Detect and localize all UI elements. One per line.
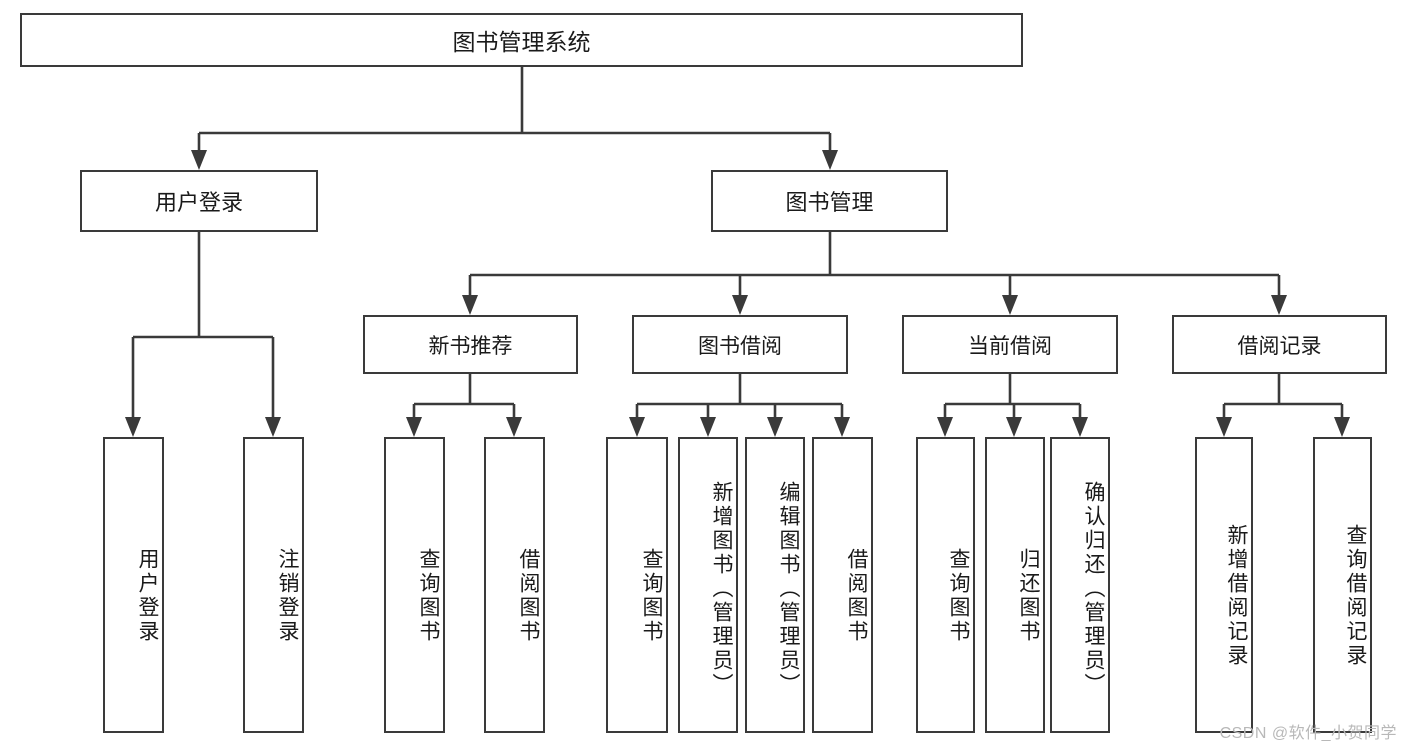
leaf-add-book-admin[interactable]: 新增图书（管理员） [678,437,738,733]
leaf-query-books-current[interactable]: 查询图书 [916,437,975,733]
leaf-query-books-borrow[interactable]: 查询图书 [606,437,668,733]
node-root-system[interactable]: 图书管理系统 [20,13,1023,67]
node-book-borrow[interactable]: 图书借阅 [632,315,848,374]
node-current-borrow[interactable]: 当前借阅 [902,315,1118,374]
leaf-add-borrow-record[interactable]: 新增借阅记录 [1195,437,1253,733]
leaf-return-books[interactable]: 归还图书 [985,437,1045,733]
leaf-edit-book-admin[interactable]: 编辑图书（管理员） [745,437,805,733]
leaf-confirm-return-admin[interactable]: 确认归还（管理员） [1050,437,1110,733]
leaf-user-login[interactable]: 用户登录 [103,437,164,733]
node-user-login[interactable]: 用户登录 [80,170,318,232]
leaf-query-borrow-record[interactable]: 查询借阅记录 [1313,437,1372,733]
node-borrow-records[interactable]: 借阅记录 [1172,315,1387,374]
node-new-book-recommend[interactable]: 新书推荐 [363,315,578,374]
leaf-borrow-books-borrow[interactable]: 借阅图书 [812,437,873,733]
node-book-management[interactable]: 图书管理 [711,170,948,232]
csdn-watermark: CSDN @软件_小贺同学 [1219,725,1397,742]
leaf-query-books-recommend[interactable]: 查询图书 [384,437,445,733]
leaf-logout[interactable]: 注销登录 [243,437,304,733]
leaf-borrow-books-recommend[interactable]: 借阅图书 [484,437,545,733]
